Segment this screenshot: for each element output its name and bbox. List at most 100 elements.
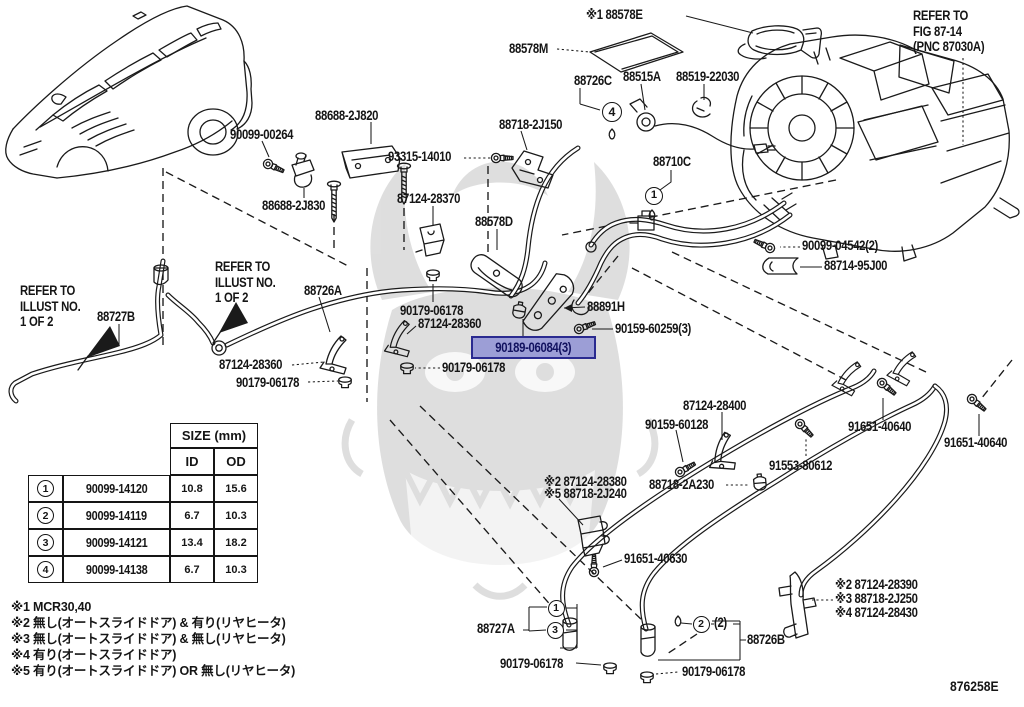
teardrop-icon (608, 128, 616, 140)
part-label[interactable]: ※3 88718-2J250 (835, 591, 918, 606)
teardrop-icon (674, 615, 682, 627)
part-label[interactable]: ※1 88578E (586, 7, 643, 22)
size-table-title: SIZE (mm) (170, 423, 258, 448)
size-table-marker-cell: 2 (28, 502, 63, 529)
part-label[interactable]: 91553-80612 (769, 458, 833, 473)
refer-arrow-icon (219, 302, 248, 333)
part-label[interactable]: 90179-06178 (400, 303, 464, 318)
clip-icon (752, 472, 768, 492)
screw-icon (588, 554, 600, 578)
size-table-od-cell: 10.3 (214, 502, 258, 529)
size-table-col-id: ID (170, 448, 214, 475)
grommet-icon (338, 376, 352, 389)
size-table-part-cell: 90099-14120 (63, 475, 170, 502)
part-label[interactable]: 87124-28360 (219, 357, 283, 372)
part-label[interactable]: ※4 87124-28430 (835, 605, 918, 620)
part-label[interactable]: 88891H (587, 299, 625, 314)
part-label[interactable]: 91651-40630 (624, 551, 688, 566)
size-table-part-cell: 90099-14138 (63, 556, 170, 583)
selected-part-number: 90189-06084(3) (495, 340, 572, 355)
part-label[interactable]: 88578M (509, 41, 548, 56)
part-label[interactable]: 88515A (623, 69, 661, 84)
hvac-unit-sketch (730, 34, 1020, 262)
size-table-col-od: OD (214, 448, 258, 475)
size-table-marker-cell: 3 (28, 529, 63, 556)
part-label[interactable]: 88578D (475, 214, 513, 229)
tube-connector-ring (211, 340, 227, 356)
size-table-part-cell: 90099-14121 (63, 529, 170, 556)
part-label[interactable]: 90179-06178 (682, 664, 746, 679)
size-marker: 1 (645, 187, 663, 205)
size-marker: 2 (692, 615, 710, 633)
part-label[interactable]: 88688-2J830 (262, 198, 326, 213)
part-label[interactable]: 91651-40640 (944, 435, 1008, 450)
size-table-od-cell: 15.6 (214, 475, 258, 502)
part-label[interactable]: 87124-28360 (418, 316, 482, 331)
part-label[interactable]: 91651-40640 (848, 419, 912, 434)
size-marker: 3 (546, 621, 564, 639)
footnote: ※5 有り(オートスライドドア) OR 無し(リヤヒータ) (11, 664, 296, 678)
footnote: ※3 無し(オートスライドドア) & 無し(リヤヒータ) (11, 632, 286, 646)
part-label[interactable]: 88726A (304, 283, 342, 298)
part-label[interactable]: 90159-60128 (645, 417, 709, 432)
screw-icon (261, 157, 287, 177)
grommet-icon (640, 671, 654, 684)
screw-icon (751, 235, 777, 255)
part-label[interactable]: (2) (714, 615, 727, 630)
size-table-id-cell: 10.8 (170, 475, 214, 502)
part-label[interactable]: 88718-2A230 (649, 477, 715, 492)
part-label[interactable]: 90179-06178 (236, 375, 300, 390)
part-label[interactable]: 88710C (653, 154, 691, 169)
part-label[interactable]: ※2 87124-28380 (544, 474, 627, 489)
part-label[interactable]: 88727A (477, 621, 515, 636)
part-label[interactable]: 90179-06178 (500, 656, 564, 671)
part-label[interactable]: 90159-60259(3) (615, 321, 692, 336)
size-table-marker-cell: 4 (28, 556, 63, 583)
part-label[interactable]: 88718-2J150 (499, 117, 563, 132)
part-label[interactable]: ※2 87124-28390 (835, 577, 918, 592)
part-label[interactable]: 88714-95J00 (824, 258, 888, 273)
part-label[interactable]: 90179-06178 (442, 360, 506, 375)
size-table-id-cell: 13.4 (170, 529, 214, 556)
part-label[interactable]: 88519-22030 (676, 69, 740, 84)
stay-bracket-icon (319, 335, 347, 375)
size-marker: 4 (602, 102, 622, 122)
part-label[interactable]: 88726C (574, 73, 612, 88)
footnote: ※2 無し(オートスライドドア) & 有り(リヤヒータ) (11, 616, 286, 630)
footnote: ※4 有り(オートスライドドア) (11, 648, 177, 662)
size-table-id-cell: 6.7 (170, 502, 214, 529)
leader-lines (118, 15, 980, 675)
screw-icon (964, 391, 989, 415)
part-label[interactable]: 88688-2J820 (315, 108, 379, 123)
selected-part-label[interactable]: 90189-06084(3) (471, 336, 596, 359)
screw-icon (792, 416, 816, 440)
small-parts (77, 25, 989, 684)
footnote-list: ※1 MCR30,40 ※2 無し(オートスライドドア) & 有り(リヤヒータ) ※… (11, 599, 295, 679)
part-label[interactable]: 88726B (747, 632, 785, 647)
car-sketch (5, 5, 253, 179)
size-table-id-cell: 6.7 (170, 556, 214, 583)
part-label[interactable]: 93315-14010 (388, 149, 452, 164)
size-marker: 1 (547, 599, 565, 617)
part-label[interactable]: 90099-04542(2) (802, 238, 879, 253)
size-table-od-cell: 18.2 (214, 529, 258, 556)
size-table-od-cell: 10.3 (214, 556, 258, 583)
part-label[interactable]: 90099-00264 (230, 127, 294, 142)
size-table-part-cell: 90099-14119 (63, 502, 170, 529)
part-label[interactable]: 87124-28370 (397, 191, 461, 206)
part-label[interactable]: 88727B (97, 309, 135, 324)
grommet-icon (426, 269, 440, 282)
grommet-icon (603, 662, 617, 675)
size-table-marker-cell: 1 (28, 475, 63, 502)
part-label[interactable]: 87124-28400 (683, 398, 747, 413)
part-label[interactable]: ※5 88718-2J240 (544, 486, 627, 501)
footnote: ※1 MCR30,40 (11, 600, 92, 614)
screw-icon (490, 152, 514, 164)
refer-arrow-icon (86, 326, 120, 358)
doc-number: 876258E (950, 679, 999, 694)
